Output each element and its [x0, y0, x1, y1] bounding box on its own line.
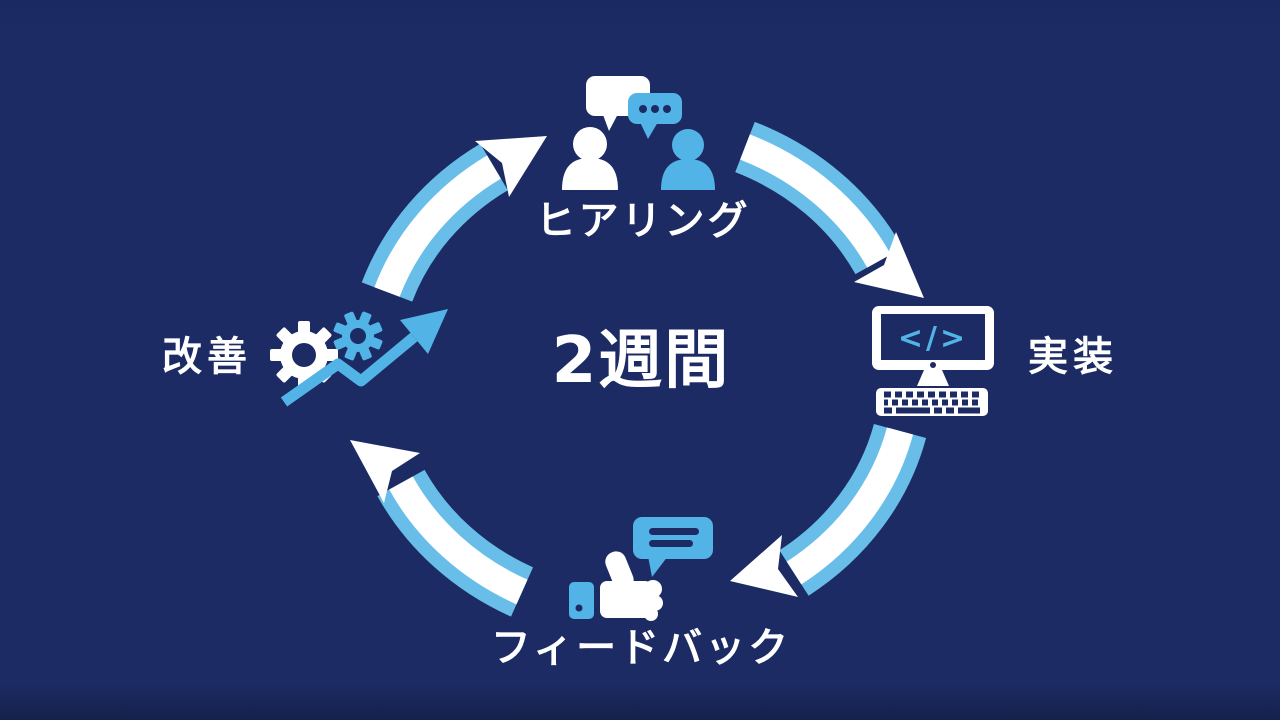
arrow-head: [475, 136, 547, 197]
code-glyph: </>: [898, 321, 968, 356]
arrow-band-stripe: [374, 155, 502, 297]
speech-bubble-white-tail: [602, 112, 619, 131]
comment-line: [649, 540, 693, 547]
monitor-screen: [881, 314, 985, 360]
arrow-band-stripe: [389, 476, 528, 605]
comment-bubble: [633, 517, 713, 559]
arrow-head: [350, 440, 420, 503]
knuckle: [644, 607, 658, 621]
arrow-band-stripe: [739, 134, 891, 268]
cuff-dot: [575, 604, 583, 612]
arrow-head: [854, 232, 924, 298]
arrow-improvement-to-hearing: [361, 136, 547, 303]
arrow-feedback-to-improvement: [350, 440, 534, 617]
comment-line: [649, 528, 699, 535]
stage-label-hearing: ヒアリング: [535, 198, 751, 244]
person-left-body: [562, 158, 618, 190]
bubble-dot: [663, 105, 671, 113]
stage-label-feedback: フィードバック: [490, 625, 792, 671]
growth-zigzag-line: [280, 332, 418, 407]
gears-growth-icon: [270, 309, 448, 407]
arrow-hearing-to-implementation: [734, 121, 924, 298]
thumbs-up-comment-icon: [569, 517, 713, 621]
sleeve-cuff: [569, 582, 594, 619]
bubble-dot: [639, 105, 647, 113]
person-right-head: [672, 129, 704, 161]
comment-bubble-tail: [648, 556, 668, 577]
person-right-body: [661, 159, 715, 190]
thumb: [605, 551, 634, 591]
knuckle: [644, 580, 662, 598]
person-left-head: [573, 127, 607, 161]
people-conversation-icon: [562, 76, 715, 190]
speech-bubble-blue-tail: [640, 122, 658, 139]
monitor-stand: [917, 370, 949, 386]
gear-blue: [333, 311, 383, 361]
arrow-band-stripe: [786, 427, 914, 585]
arrow-implementation-to-feedback: [730, 423, 927, 597]
gear-white: [270, 321, 338, 389]
arrow-head: [730, 535, 798, 597]
fist: [600, 581, 652, 618]
monitor-dot: [930, 362, 936, 368]
bubble-dot: [651, 105, 659, 113]
cycle-duration-label: 2週間: [551, 324, 731, 398]
stage-label-improvement: 改善: [162, 334, 252, 380]
growth-arrow-head: [400, 309, 448, 354]
computer-code-icon: </>: [872, 306, 994, 416]
stage-label-implementation: 実装: [1028, 334, 1118, 380]
